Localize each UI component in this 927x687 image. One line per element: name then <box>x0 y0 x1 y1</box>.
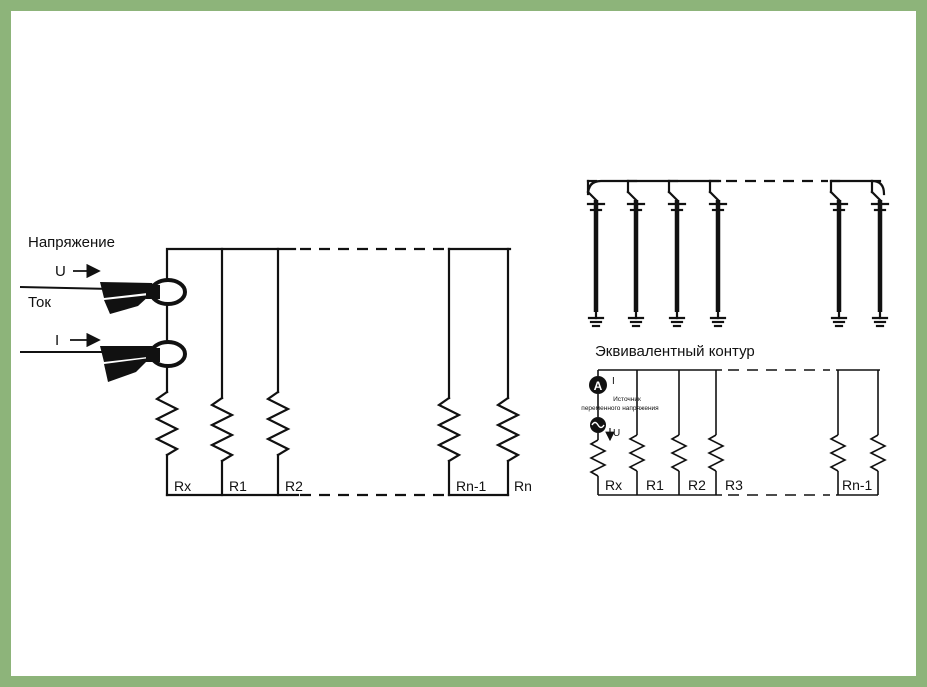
eq-resistor-rx-icon <box>589 439 607 477</box>
eq-resistor-label-r3: R3 <box>725 477 743 493</box>
current-label: Ток <box>28 294 51 311</box>
resistor-label-rn-1: Rn-1 <box>456 478 487 494</box>
u-source-label: U <box>613 428 620 439</box>
ammeter-icon <box>589 376 607 394</box>
current-symbol: I <box>612 376 615 387</box>
resistor-rn-1-icon <box>436 396 462 463</box>
resistor-rn-icon <box>495 396 521 463</box>
i-label: I <box>55 332 59 349</box>
u-label: U <box>55 263 66 280</box>
ground-pole-icon <box>829 179 849 328</box>
ground-pole-icon <box>626 179 646 328</box>
eq-resistor-rn-icon <box>869 434 887 472</box>
ground-pole-icon <box>586 179 606 328</box>
ammeter-symbol: A <box>594 379 603 393</box>
resistor-label-r1: R1 <box>229 478 247 494</box>
resistor-label-rx: Rx <box>174 478 191 494</box>
ground-pole-icon <box>708 179 728 328</box>
equivalent-title: Эквивалентный контур <box>595 343 755 360</box>
source-caption-line2: переменного напряжения <box>581 405 659 412</box>
eq-resistor-label-rx: Rx <box>605 477 622 493</box>
resistor-r1-icon <box>209 396 235 463</box>
voltage-label: Напряжение <box>28 234 115 251</box>
eq-resistor-rn-1-icon <box>829 434 847 472</box>
equivalent-circuit: Эквивалентный контур A I Источник переме… <box>581 343 887 496</box>
left-circuit: Напряжение U Ток I <box>19 234 532 497</box>
ground-pole-icon <box>667 179 687 328</box>
eq-resistor-label-r1: R1 <box>646 477 664 493</box>
resistor-label-rn: Rn <box>514 478 532 494</box>
eq-resistor-label-r2: R2 <box>688 477 706 493</box>
current-clamp-icon <box>20 340 187 382</box>
source-caption-line1: Источник <box>613 396 641 403</box>
resistor-rx-icon <box>154 390 180 457</box>
eq-resistor-r3-icon <box>707 434 725 472</box>
grounded-poles <box>586 179 890 328</box>
eq-resistor-r2-icon <box>670 434 688 472</box>
ground-pole-icon <box>870 179 890 328</box>
resistor-label-r2: R2 <box>285 478 303 494</box>
eq-resistor-r1-icon <box>628 434 646 472</box>
eq-resistor-label-rn-1: Rn-1 <box>842 477 873 493</box>
resistor-r2-icon <box>265 390 291 457</box>
